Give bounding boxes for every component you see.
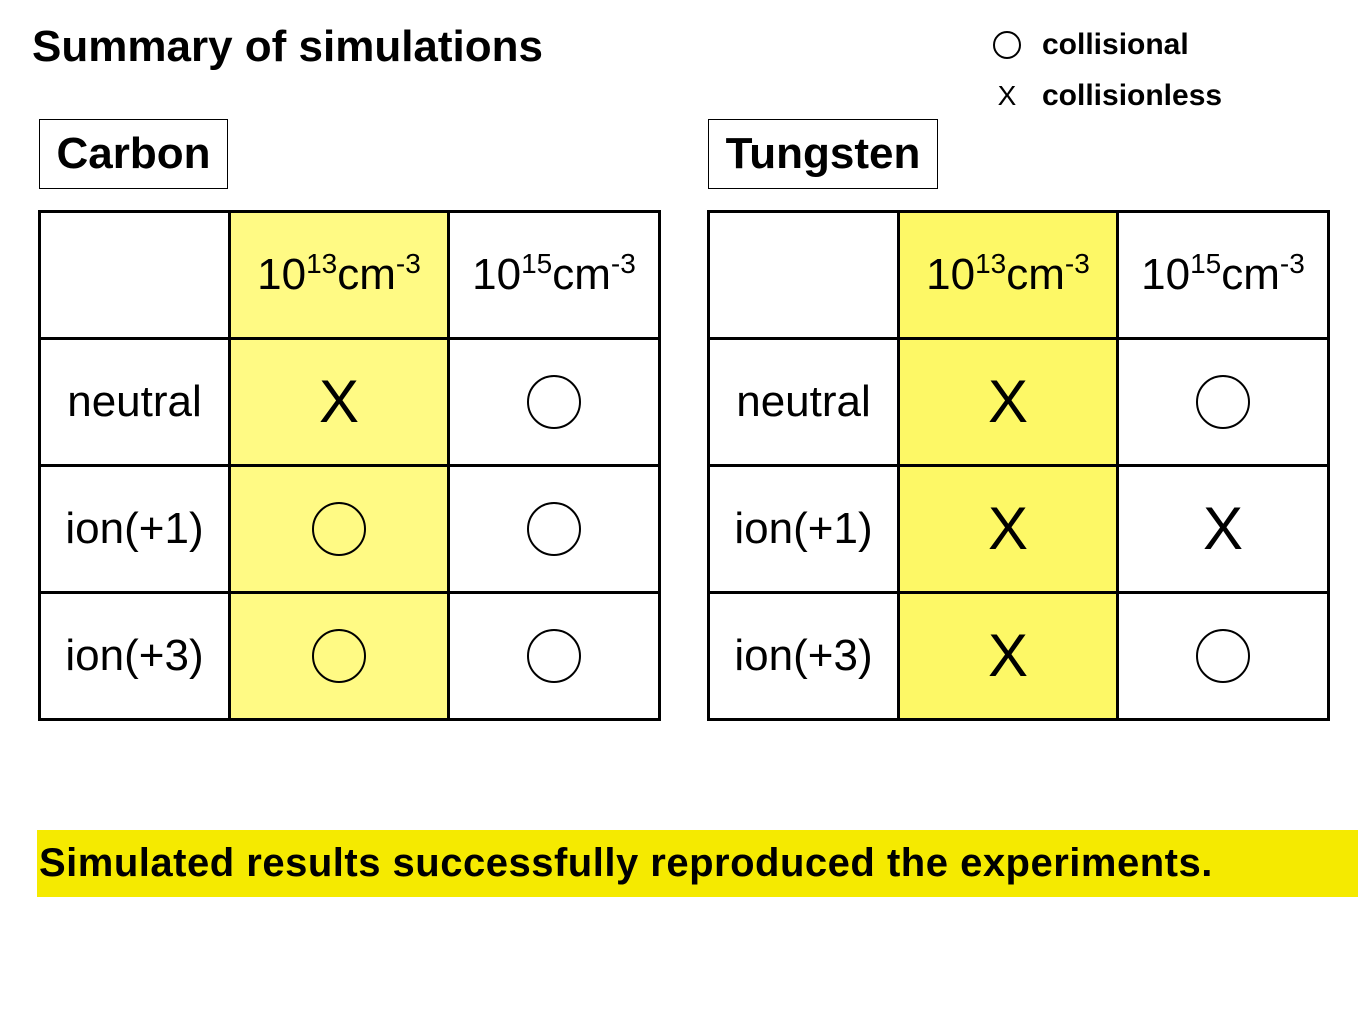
result-cell [1119,340,1330,467]
carbon-table-label: Carbon [39,119,228,189]
circle-icon [1196,629,1250,683]
row-header: ion(+1) [710,467,900,594]
result-cell: X [1119,467,1330,594]
tungsten-table: 1013cm-3 1015cm-3 neutral X ion(+1) X X … [707,210,1330,721]
circle-icon [527,629,581,683]
carbon-table: 1013cm-3 1015cm-3 neutral X ion(+1) ion(… [38,210,661,721]
result-cell: X [231,340,450,467]
x-mark-icon: X [987,495,1029,562]
page-title: Summary of simulations [32,22,544,71]
circle-icon [527,375,581,429]
x-mark-icon: X [987,622,1029,689]
column-header: 1013cm-3 [900,213,1119,340]
legend-label: collisional [1042,28,1189,61]
x-mark-icon: X [987,368,1029,435]
result-cell: X [900,467,1119,594]
column-header: 1015cm-3 [1119,213,1330,340]
circle-icon [312,502,366,556]
table-corner-cell [41,213,231,340]
circle-icon [527,502,581,556]
legend-item-collisionless: X collisionless [990,78,1222,114]
table-corner-cell [710,213,900,340]
result-cell: X [900,594,1119,721]
result-cell [450,467,661,594]
result-cell [231,594,450,721]
row-header: neutral [41,340,231,467]
column-header: 1013cm-3 [231,213,450,340]
x-mark-icon: X [318,368,360,435]
column-header: 1015cm-3 [450,213,661,340]
circle-icon [1196,375,1250,429]
conclusion-banner: Simulated results successfully reproduce… [37,830,1358,897]
result-cell [1119,594,1330,721]
x-mark-icon: X [997,80,1017,111]
row-header: neutral [710,340,900,467]
x-mark-icon: X [1202,495,1244,562]
result-cell: X [900,340,1119,467]
legend-item-collisional: collisional [990,27,1189,63]
row-header: ion(+3) [41,594,231,721]
row-header: ion(+3) [710,594,900,721]
result-cell [450,340,661,467]
tungsten-table-label: Tungsten [708,119,938,189]
result-cell [450,594,661,721]
circle-icon [990,31,1024,59]
circle-icon [312,629,366,683]
row-header: ion(+1) [41,467,231,594]
legend-label: collisionless [1042,79,1223,112]
result-cell [231,467,450,594]
